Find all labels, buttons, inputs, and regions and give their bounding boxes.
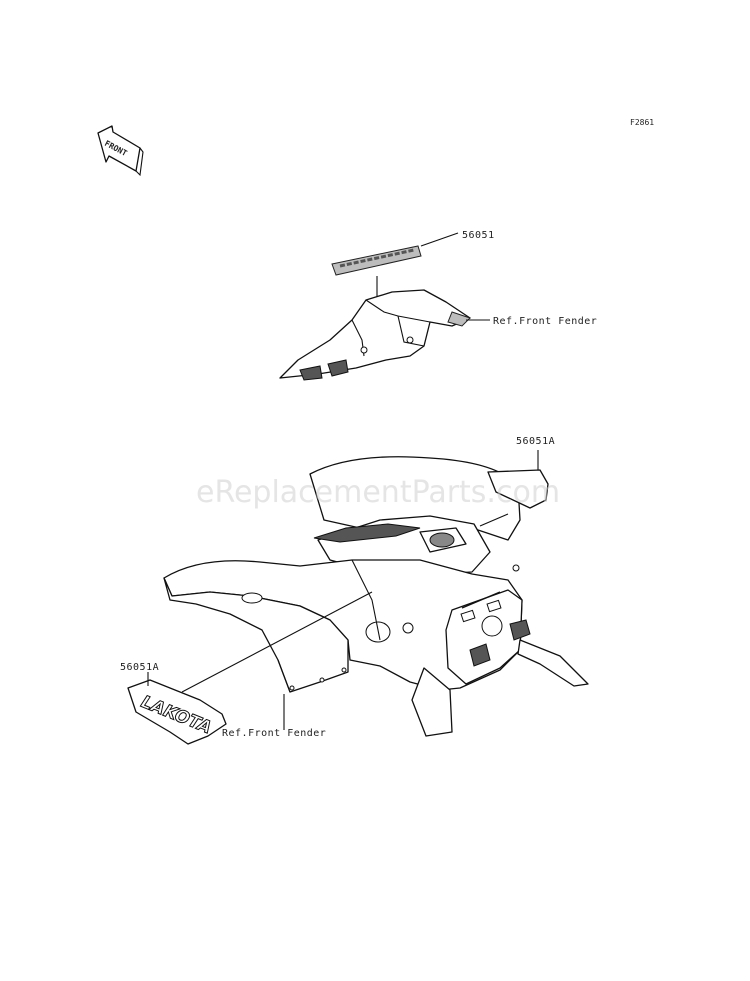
callout-lower-ref: Ref.Front Fender: [222, 728, 326, 739]
diagram-code: F2861: [630, 118, 654, 127]
callout-upper-ref: Ref.Front Fender: [493, 316, 597, 327]
upper-front-fender-part: [279, 289, 471, 381]
upper-decal-part: [331, 245, 422, 276]
front-arrow-icon: FRONT: [97, 125, 144, 177]
callout-side-decal: 56051A: [120, 662, 159, 673]
leader-upper-decal: [420, 232, 459, 247]
callout-upper-decal: 56051: [462, 230, 495, 241]
lower-fender-assembly-part: [163, 456, 589, 737]
side-decal-part: LAKOTA: [127, 679, 227, 745]
rear-decal-part: [487, 469, 549, 509]
leader-side-decal-to-fender: [181, 591, 373, 693]
leader-rear-decal-to-fender: [479, 513, 509, 527]
watermark: eReplacementParts.com: [196, 475, 560, 510]
callout-rear-decal: 56051A: [516, 436, 555, 447]
